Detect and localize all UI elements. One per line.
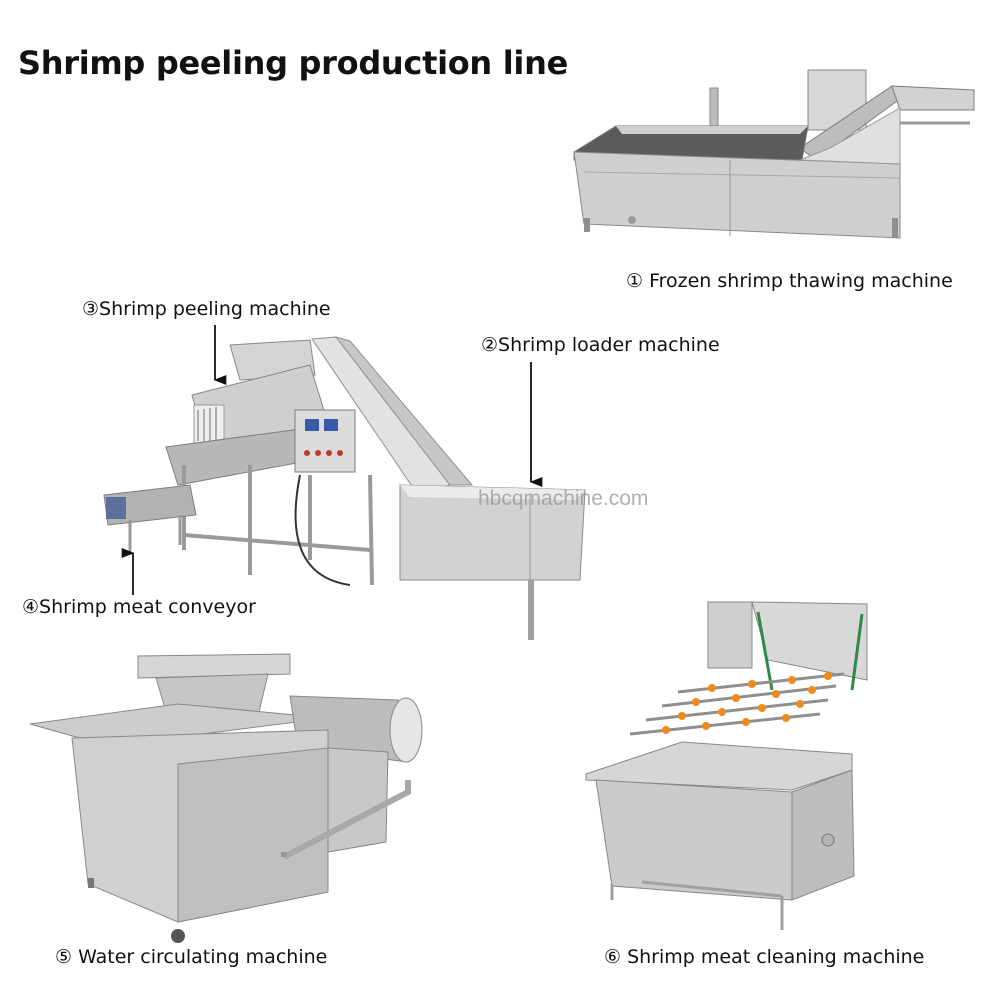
thawing-machine-image xyxy=(573,69,975,239)
label-thawing-machine: ① Frozen shrimp thawing machine xyxy=(626,270,953,292)
water-circulating-machine-image xyxy=(29,653,423,943)
watermark: hbcqmachine.com xyxy=(478,487,649,510)
label-meat-conveyor: ④Shrimp meat conveyor xyxy=(22,596,256,618)
label-water-circulating-machine: ⑤ Water circulating machine xyxy=(55,946,328,968)
page-title: Shrimp peeling production line xyxy=(18,44,568,82)
label-peeling-machine: ③Shrimp peeling machine xyxy=(82,298,331,320)
peeling-loader-conveyor-image xyxy=(103,336,586,640)
label-cleaning-machine: ⑥ Shrimp meat cleaning machine xyxy=(604,946,925,968)
label-loader-machine: ②Shrimp loader machine xyxy=(481,334,720,356)
cleaning-machine-image xyxy=(585,601,868,930)
